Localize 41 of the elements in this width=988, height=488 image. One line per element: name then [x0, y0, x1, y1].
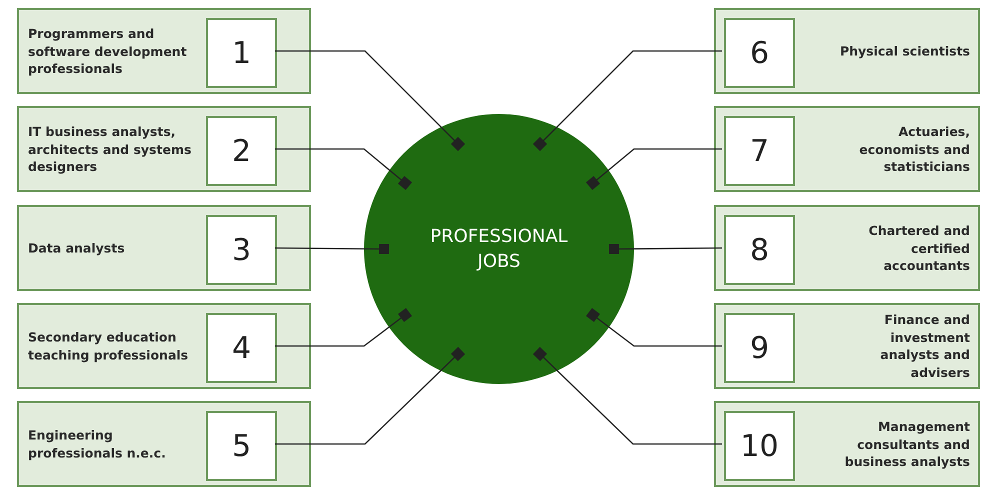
job-card [714, 106, 980, 192]
job-title: Programmers and software development professionals [28, 24, 188, 78]
job-card [17, 401, 311, 487]
number-tile: 9 [724, 313, 795, 383]
connector-line [586, 148, 722, 190]
number-tile: 5 [206, 411, 277, 481]
job-card [17, 303, 311, 389]
connector-line [275, 244, 390, 254]
hub-label: PROFESSIONAL JOBS [429, 224, 569, 274]
job-card [17, 106, 311, 192]
connector-line [532, 346, 722, 445]
job-card [714, 8, 980, 94]
number-tile: 4 [206, 313, 277, 383]
job-card [17, 8, 311, 94]
job-card [714, 205, 980, 291]
connector-line [608, 244, 722, 254]
number-tile: 1 [206, 18, 277, 88]
number-tile: 7 [724, 116, 795, 186]
job-title: Actuaries, economists and statisticians [858, 122, 970, 176]
job-title: Data analysts [28, 239, 126, 257]
job-title: Secondary education teaching professionals [28, 328, 190, 364]
number-tile: 3 [206, 215, 277, 285]
number-tile: 8 [724, 215, 795, 285]
connector-line [532, 50, 722, 152]
job-title: IT business analysts, architects and systems designers [28, 122, 192, 176]
number-tile: 2 [206, 116, 277, 186]
number-tile: 6 [724, 18, 795, 88]
connector-line [586, 308, 722, 347]
connector-line [275, 346, 466, 445]
connector-line [275, 308, 412, 347]
job-title: Physical scientists [838, 42, 970, 60]
job-title: Finance and investment analysts and advisers [879, 311, 970, 381]
connector-line [275, 148, 412, 190]
number-tile: 10 [724, 411, 795, 481]
job-card [714, 401, 980, 487]
connector-line [275, 50, 466, 152]
job-card [17, 205, 311, 291]
job-title: Management consultants and business analysts [844, 418, 970, 470]
job-title: Engineering professionals n.e.c. [28, 426, 167, 462]
job-title: Chartered and certified accountants [868, 222, 970, 274]
job-card [714, 303, 980, 389]
